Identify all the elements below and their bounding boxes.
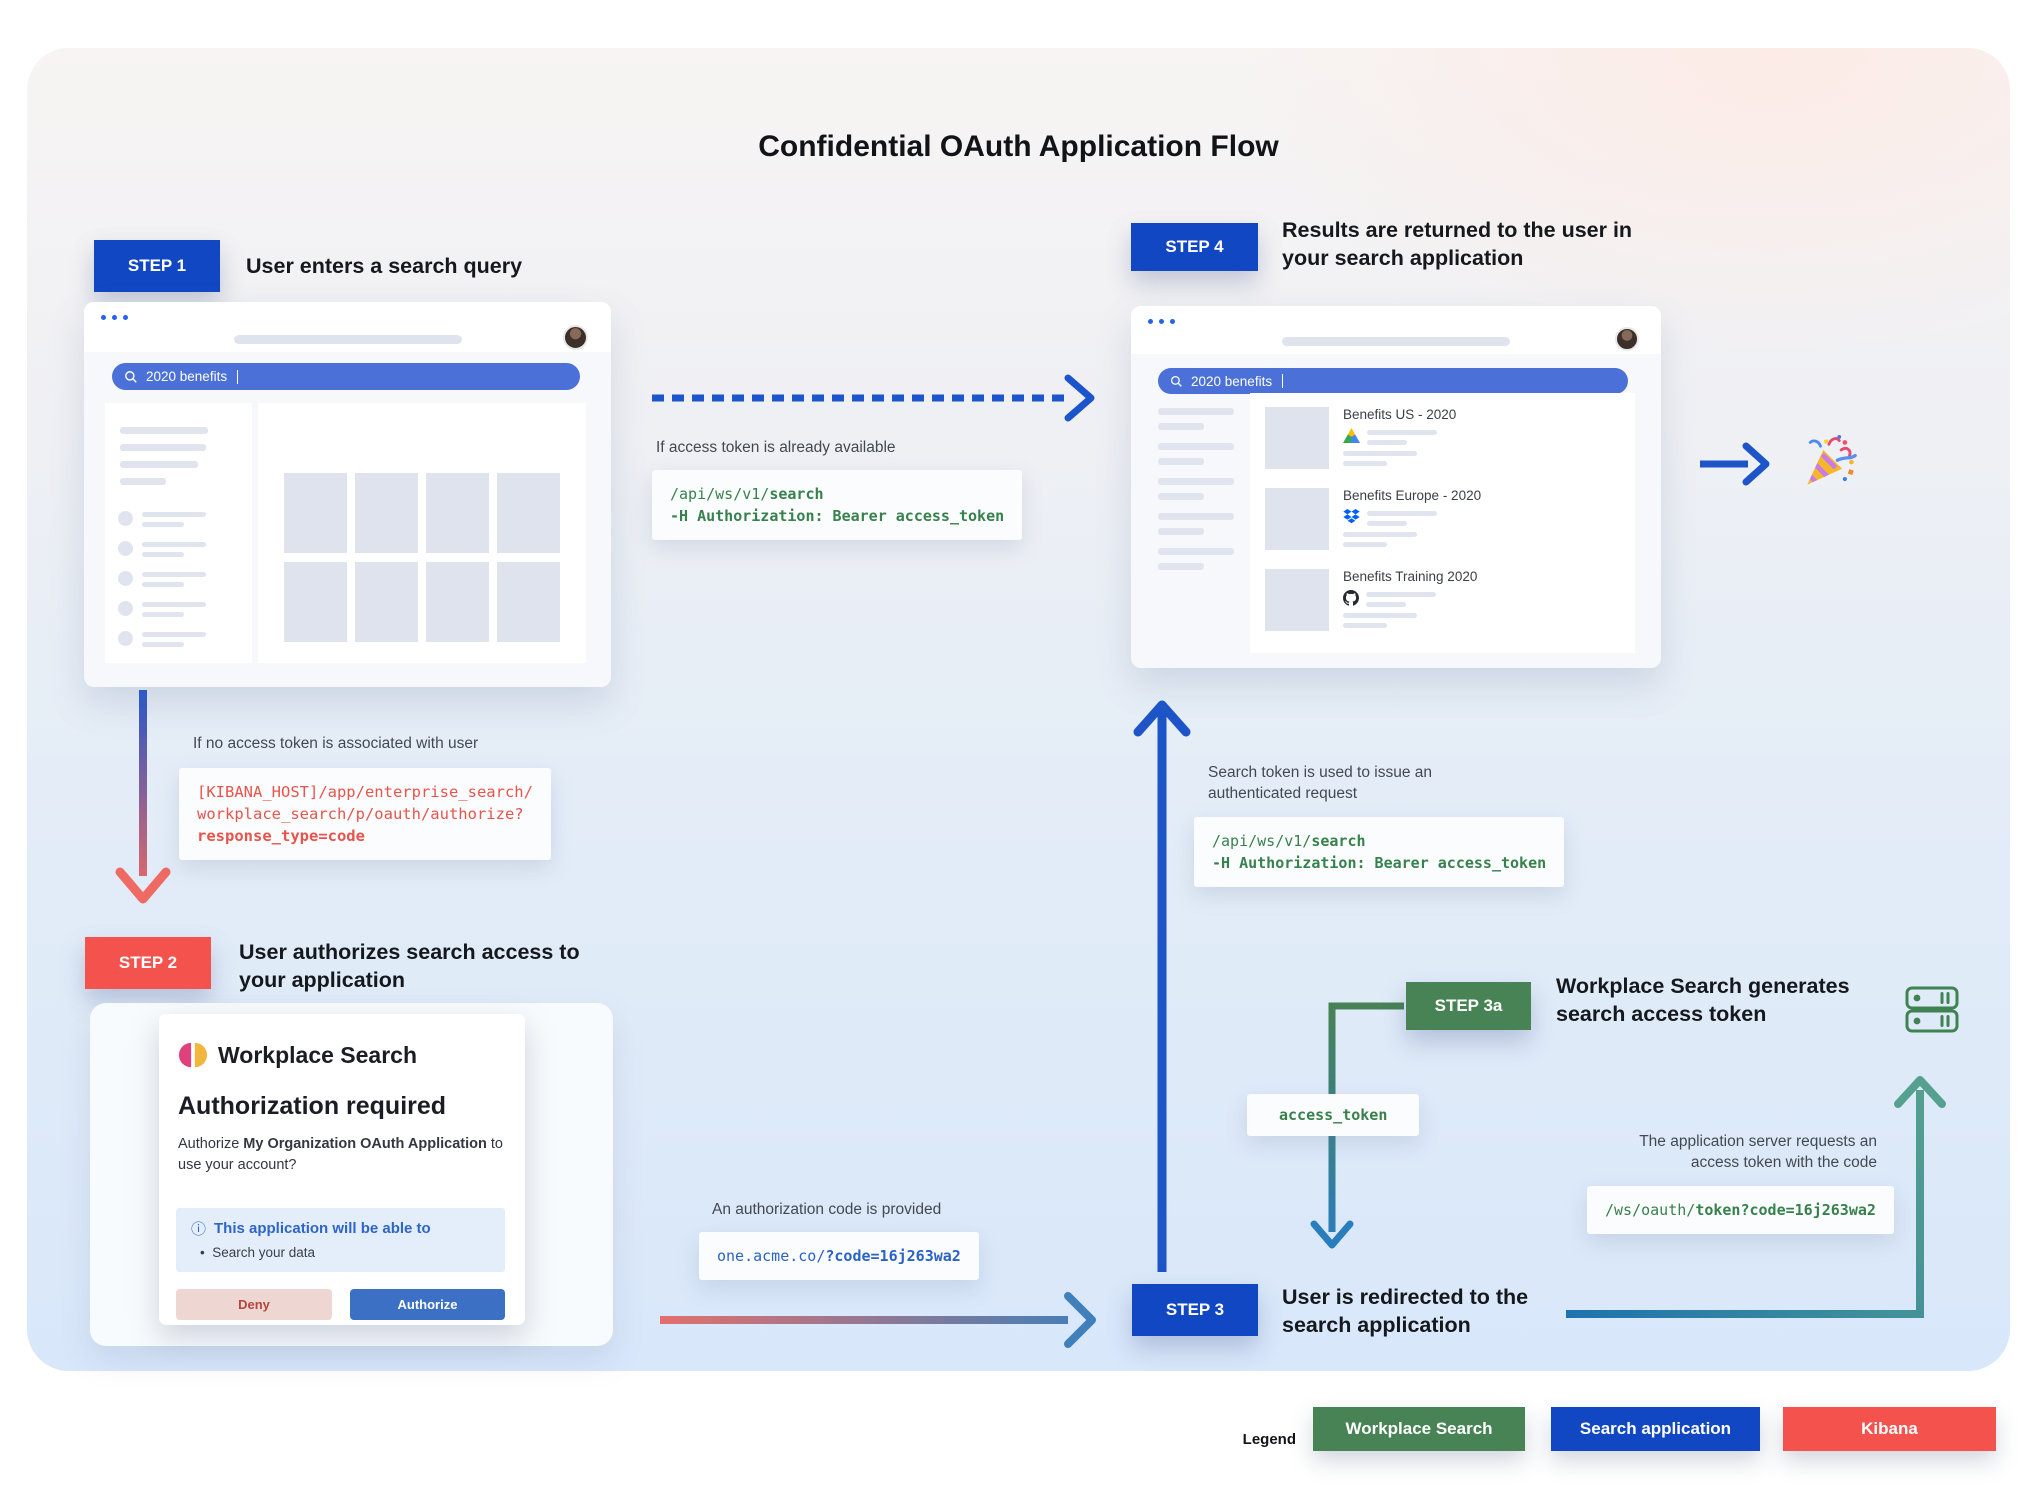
search-input[interactable]: 2020 benefits [112, 363, 580, 390]
list-item [118, 541, 252, 557]
list-item [118, 511, 252, 527]
google-drive-icon [1343, 428, 1360, 443]
text-cursor [1282, 374, 1284, 388]
sidebar-skeleton [1158, 408, 1234, 570]
dialog-heading: Authorization required [178, 1092, 447, 1120]
dropbox-icon [1343, 509, 1360, 524]
step4-badge: STEP 4 [1131, 223, 1258, 271]
result-item[interactable]: Benefits Europe - 2020 [1265, 488, 1635, 550]
result-title: Benefits US - 2020 [1343, 407, 1457, 422]
browser-header [1131, 306, 1661, 354]
step2-badge: STEP 2 [85, 937, 211, 989]
thumbnail-placeholder [1265, 488, 1329, 550]
avatar[interactable] [563, 325, 588, 350]
list-item [118, 631, 252, 647]
thumbnail-placeholder [284, 473, 347, 553]
search-token-label: Search token is used to issue an authent… [1208, 764, 1433, 802]
step1-heading: User enters a search query [246, 254, 523, 278]
workplace-search-logo-icon [178, 1042, 208, 1068]
list-item [118, 601, 252, 617]
list-item [118, 571, 252, 587]
authorize-button[interactable]: Authorize [350, 1289, 505, 1320]
search-query: 2020 benefits [1191, 373, 1273, 389]
legend-workplace-search: Workplace Search [1313, 1407, 1525, 1451]
info-icon: ⓘ [191, 1221, 207, 1238]
avatar[interactable] [1615, 327, 1639, 351]
thumbnail-placeholder [426, 562, 489, 642]
text-cursor [237, 369, 239, 384]
address-bar [1282, 337, 1510, 346]
github-icon [1343, 590, 1359, 606]
results-grid-card [258, 403, 586, 663]
redirect-url-code: one.acme.co/?code=16j263wa2 [699, 1232, 979, 1280]
app-server-label: The application server requests an acces… [1639, 1133, 1877, 1171]
step4-heading: Results are returned to the user in your… [1282, 218, 1633, 270]
search-icon [125, 370, 137, 383]
token-available-label: If access token is already available [656, 439, 896, 456]
kibana-authorize-url-code: [KIBANA_HOST]/app/enterprise_search/work… [179, 768, 551, 860]
search-query: 2020 benefits [146, 369, 228, 384]
no-token-label: If no access token is associated with us… [193, 735, 479, 752]
step3-badge: STEP 3 [1132, 1284, 1258, 1336]
dialog-app-name: Workplace Search [218, 1041, 418, 1068]
auth-code-label: An authorization code is provided [712, 1201, 942, 1218]
step3a-heading: Workplace Search generates search access… [1556, 974, 1850, 1026]
skeleton-line [120, 427, 208, 434]
search-icon [1170, 375, 1182, 387]
sidebar-skeleton-card [105, 403, 252, 663]
dialog-body: Authorize My Organization OAuth Applicat… [178, 1136, 503, 1173]
legend-search-application: Search application [1551, 1407, 1760, 1451]
party-popper-icon [1807, 434, 1857, 485]
authenticated-request-code: /api/ws/v1/search-H Authorization: Beare… [1194, 817, 1565, 887]
step2-heading: User authorizes search access to your ap… [239, 940, 580, 992]
page-title: Confidential OAuth Application Flow [758, 130, 1279, 163]
browser-dots-icon [101, 315, 128, 320]
result-item[interactable]: Benefits US - 2020 [1265, 407, 1635, 469]
legend-label: Legend [1242, 1431, 1296, 1448]
token-request-code: /ws/oauth/token?code=16j263wa2 [1587, 1186, 1894, 1234]
result-title: Benefits Europe - 2020 [1343, 488, 1482, 503]
thumbnail-placeholder [284, 562, 347, 642]
legend-kibana: Kibana [1783, 1407, 1996, 1451]
step3a-badge: STEP 3a [1406, 982, 1531, 1030]
thumbnail-placeholder [1265, 407, 1329, 469]
search-input[interactable]: 2020 benefits [1158, 368, 1628, 394]
browser-dots-icon [1148, 319, 1175, 324]
search-request-code: /api/ws/v1/search-H Authorization: Beare… [652, 470, 1023, 540]
thumbnail-placeholder [355, 562, 418, 642]
address-bar [233, 335, 462, 344]
server-icon [1905, 986, 1959, 1033]
authorization-dialog: Workplace Search Authorization required … [159, 1014, 525, 1325]
search-app-browser-step1: 2020 benefits [84, 302, 611, 687]
thumbnail-placeholder [1265, 569, 1329, 631]
permission-item: • Search your data [200, 1245, 316, 1260]
step3-heading: User is redirected to the search applica… [1282, 1285, 1529, 1337]
deny-button[interactable]: Deny [176, 1289, 332, 1320]
skeleton-line [120, 444, 206, 451]
skeleton-line [120, 478, 166, 485]
results-list-card: Benefits US - 2020 Benefits Europe - 202… [1250, 393, 1635, 653]
result-item[interactable]: Benefits Training 2020 [1265, 569, 1635, 631]
thumbnail-placeholder [497, 562, 560, 642]
browser-header [84, 302, 611, 352]
thumbnail-placeholder [426, 473, 489, 553]
thumbnail-placeholder [497, 473, 560, 553]
search-app-browser-step4: 2020 benefits Benefits US - 2020 [1131, 306, 1661, 668]
skeleton-line [120, 461, 198, 468]
result-title: Benefits Training 2020 [1343, 569, 1478, 584]
access-token-code: access_token [1247, 1094, 1420, 1136]
step1-badge: STEP 1 [94, 240, 220, 292]
thumbnail-placeholder [355, 473, 418, 553]
